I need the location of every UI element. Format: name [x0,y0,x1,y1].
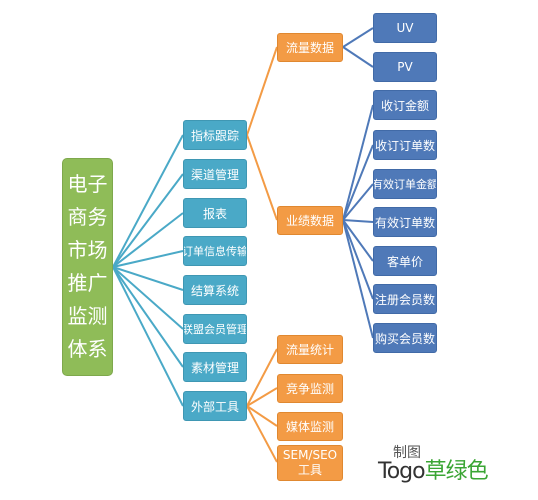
node-order-count: 收订订单数 [373,130,437,160]
node-traffic-stats: 流量统计 [277,335,343,364]
node-settlement-system: 结算系统 [183,275,247,305]
node-competition-monitoring: 竞争监测 [277,374,343,403]
connector-root-l1 [112,266,184,291]
watermark-brand: Togo草绿色 [378,453,489,485]
connector-l1-l2 [246,46,278,136]
connector-l2-l3 [342,183,374,221]
connector-l2-l3 [342,27,374,48]
connector-l2-l3 [342,219,374,339]
node-pv: PV [373,52,437,82]
watermark-label: 制图 [393,445,421,461]
connector-l2-l3 [342,144,374,221]
node-uv: UV [373,13,437,43]
connector-l2-l3 [342,219,374,300]
node-affiliate-management: 联盟会员管理 [183,314,247,344]
node-purchasing-members: 购买会员数 [373,323,437,353]
node-media-monitoring: 媒体监测 [277,412,343,441]
connector-l2-l3 [342,104,374,221]
connector-ext [246,387,278,407]
node-order-transfer: 订单信息传输 [183,236,247,266]
node-valid-order-count: 有效订单数 [373,207,437,237]
node-registered-members: 注册会员数 [373,284,437,314]
connector-l2-l3 [342,219,374,262]
connector-root-l1 [112,266,184,368]
connector-ext [246,405,278,427]
watermark-brand-green: 草绿色 [424,459,489,484]
connector-ext [246,348,278,407]
connector-root-l1 [112,250,184,268]
connector-l2-l3 [342,219,374,223]
node-reports: 报表 [183,198,247,228]
node-traffic-data: 流量数据 [277,33,343,62]
connector-root-l1 [112,173,184,268]
root-node: 电子商务市场推广监测体系 [62,158,113,376]
node-sem-seo-tools: SEM/SEO工具 [277,445,343,481]
connector-l1-l2 [246,134,278,221]
node-valid-order-amount: 有效订单金额 [373,169,437,199]
watermark-brand-prefix: Togo [378,459,426,484]
node-channel-management: 渠道管理 [183,159,247,189]
node-indicator-tracking: 指标跟踪 [183,120,247,150]
node-average-order-value: 客单价 [373,246,437,276]
node-external-tools: 外部工具 [183,391,247,421]
node-performance-data: 业绩数据 [277,206,343,235]
connector-root-l1 [112,212,184,268]
connector-root-l1 [112,134,184,268]
connector-l2-l3 [342,46,374,68]
node-material-management: 素材管理 [183,352,247,382]
connector-root-l1 [112,266,184,407]
connector-ext [246,405,278,463]
connector-root-l1 [112,266,184,330]
node-order-amount: 收订金额 [373,90,437,120]
